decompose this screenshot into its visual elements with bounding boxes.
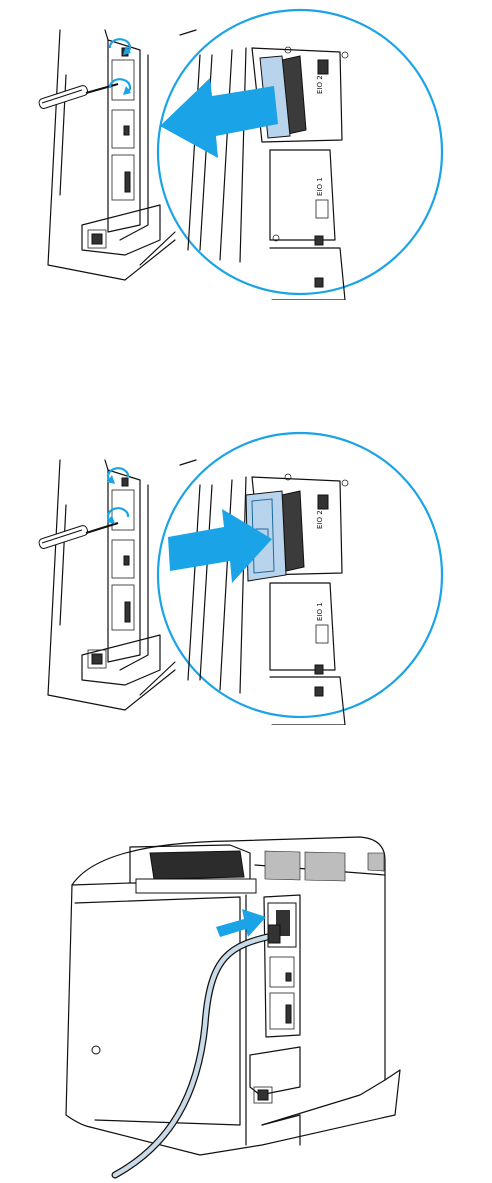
step-2-illustration: EIO 2 EIO 1 bbox=[0, 425, 492, 725]
screwdriver-icon bbox=[38, 84, 118, 110]
magnifier-circle: EIO 2 EIO 1 bbox=[158, 10, 442, 300]
slot-label-top: EIO 2 bbox=[316, 75, 324, 94]
slot-label-mid: EIO 1 bbox=[316, 177, 324, 196]
connect-direction-arrow bbox=[216, 909, 266, 937]
slot-panel bbox=[108, 40, 140, 232]
vent-grille bbox=[265, 851, 384, 881]
slot-label-top: EIO 2 bbox=[316, 510, 324, 529]
tighten-rotation-arrows bbox=[107, 468, 128, 524]
network-cable bbox=[115, 925, 280, 1175]
step-1-illustration: EIO 2 EIO 1 bbox=[0, 0, 492, 300]
step-1-remove-card: EIO 2 EIO 1 bbox=[0, 0, 492, 300]
slot-label-mid: EIO 1 bbox=[316, 602, 324, 621]
screwdriver-icon bbox=[38, 523, 118, 550]
step-2-insert-card: EIO 2 EIO 1 bbox=[0, 425, 492, 725]
power-inlet bbox=[88, 230, 106, 248]
step-3-illustration bbox=[0, 825, 492, 1183]
magnifier-circle: EIO 2 EIO 1 bbox=[158, 433, 442, 725]
printer-body bbox=[66, 837, 400, 1155]
step-3-connect-cable bbox=[0, 825, 492, 1183]
slot-panel bbox=[108, 470, 140, 662]
